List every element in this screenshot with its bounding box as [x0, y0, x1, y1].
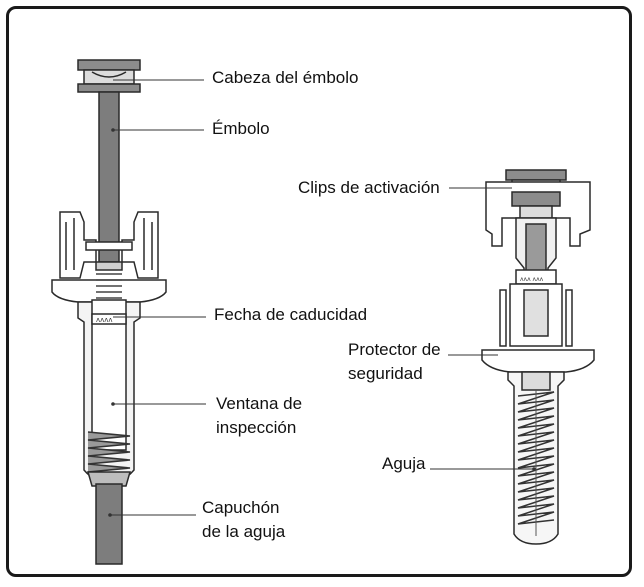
- label-needle: Aguja: [382, 454, 426, 473]
- label-plunger-head: Cabeza del émbolo: [212, 68, 359, 87]
- label-needle-cap-line2: de la aguja: [202, 522, 286, 541]
- label-needle-cap: Capuchón de la aguja: [202, 496, 285, 544]
- lower-spring-shape: [87, 431, 131, 473]
- label-needle-cap-line1: Capuchón: [202, 498, 280, 517]
- leader-lines: [108, 79, 536, 517]
- label-inspection-window: Ventana de inspección: [216, 392, 302, 440]
- svg-text:ᴧᴧᴧ ᴧᴧᴧ: ᴧᴧᴧ ᴧᴧᴧ: [520, 276, 544, 283]
- safety-guard-shape: [481, 349, 595, 373]
- label-safety-guard-line2: seguridad: [348, 364, 423, 383]
- left-syringe: ᴧᴧᴧᴧ: [51, 59, 167, 565]
- plunger-head-shape: [77, 59, 141, 93]
- label-inspection-window-line2: inspección: [216, 418, 297, 437]
- right-syringe: ᴧᴧᴧ ᴧᴧᴧ: [481, 169, 595, 545]
- label-expiry-date: Fecha de caducidad: [214, 305, 368, 324]
- label-inspection-window-line1: Ventana de: [216, 394, 303, 413]
- needle-cap-shape: [95, 483, 123, 565]
- finger-flange-shape: [59, 211, 159, 279]
- label-safety-guard: Protector de seguridad: [348, 338, 441, 386]
- label-plunger: Émbolo: [212, 119, 270, 138]
- label-activation-clips: Clips de activación: [298, 178, 440, 197]
- label-safety-guard-line1: Protector de: [348, 340, 441, 359]
- plunger-rod-shape: [98, 91, 120, 263]
- svg-text:ᴧᴧᴧᴧ: ᴧᴧᴧᴧ: [96, 316, 113, 324]
